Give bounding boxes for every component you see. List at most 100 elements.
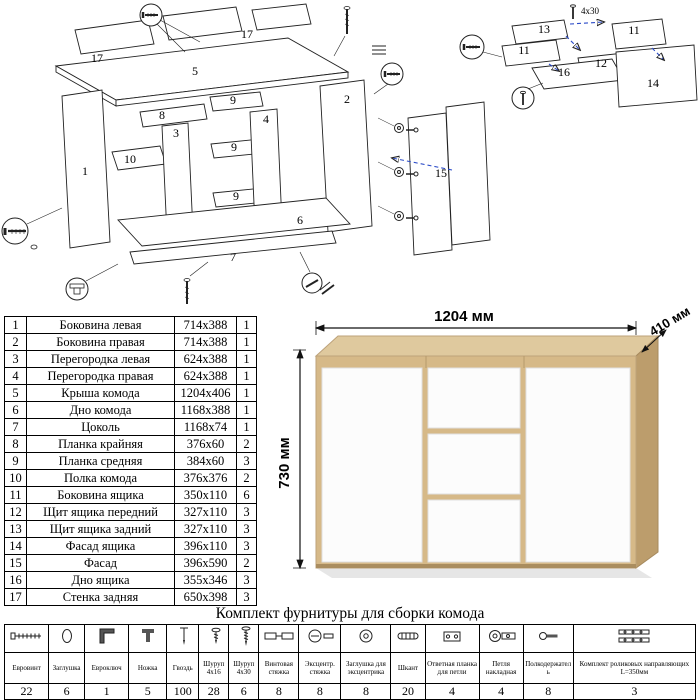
part-label-11: 11 (628, 23, 640, 37)
part-label-9: 9 (230, 93, 236, 107)
parts-cell-num: 10 (4, 469, 27, 487)
hardware-qty: 6 (228, 683, 260, 700)
parts-cell-num: 12 (4, 503, 27, 521)
parts-cell-size: 624x388 (174, 350, 237, 368)
panel-back-17c (251, 3, 312, 31)
cam-lock-icon (308, 629, 334, 643)
hardware-name: Полкодержатель (522, 652, 574, 684)
dresser-left-door (321, 367, 423, 563)
parts-cell-qty: 1 (236, 418, 257, 436)
dresser-drawer-2 (427, 433, 521, 495)
product-render: 1204 мм 730 мм 410 мм (276, 303, 693, 578)
parts-cell-qty: 1 (236, 350, 257, 368)
hardware-qty-row: 22 6 1 5 100 28 6 8 8 8 20 4 4 8 3 (3, 683, 697, 700)
hardware-callouts (1, 3, 544, 304)
height-dimension-label: 730 мм (276, 437, 293, 488)
panel-plinth-7 (129, 230, 337, 265)
hardware-qty: 8 (522, 683, 574, 700)
hardware-name: Комплект роликовых направляющих L=350мм (572, 652, 697, 684)
parts-cell-qty: 3 (236, 588, 257, 606)
parts-cell-qty: 1 (236, 333, 257, 351)
dresser-drawer-1 (427, 367, 521, 429)
parts-cell-name: Боковина правая (26, 333, 175, 351)
parts-cell-num: 6 (4, 401, 27, 419)
parts-cell-qty: 3 (236, 520, 257, 538)
panel-back-17b (162, 6, 243, 41)
panel-side-left-1 (61, 89, 111, 249)
panel-rail-8 (139, 103, 208, 128)
cam-lock-icon (377, 161, 419, 177)
hardware-qty: 5 (128, 683, 168, 700)
parts-cell-name: Цоколь (26, 418, 175, 436)
part-label-9: 9 (231, 140, 237, 154)
dresser-top-face (314, 335, 660, 357)
parts-cell-num: 15 (4, 554, 27, 572)
hardware-name: Винтовая стяжка (258, 652, 300, 684)
dowel-icon (397, 632, 419, 640)
hardware-name: Шуруп 4x16 (198, 652, 230, 684)
cam-lock-icon (377, 205, 419, 221)
exploded-view (54, 3, 491, 265)
assembly-arrow (565, 35, 580, 50)
hardware-name: Евровинт (3, 652, 50, 684)
drawer-side-11a (501, 39, 561, 67)
parts-cell-qty: 1 (236, 316, 257, 334)
panel-bottom-6 (117, 197, 351, 247)
drawer-side-11b (611, 18, 667, 50)
panel-side-right-2 (319, 79, 373, 233)
parts-cell-num: 2 (4, 333, 27, 351)
parts-cell-name: Фасад ящика (26, 537, 175, 555)
hex-key-icon (99, 628, 115, 644)
part-label-2: 2 (344, 92, 350, 106)
part-label-17: 17 (91, 51, 103, 65)
cap-icon (61, 629, 72, 643)
hardware-qty: 8 (340, 683, 392, 700)
hardware-names-row: Евровинт Заглушка Евроключ Ножка Гвоздь … (3, 652, 697, 684)
parts-cell-qty: 2 (236, 469, 257, 487)
parts-cell-name: Планка средняя (26, 452, 175, 470)
parts-cell-name: Щит ящика задний (26, 520, 175, 538)
parts-cell-qty: 3 (236, 571, 257, 589)
hardware-name: Заглушка (48, 652, 86, 684)
part-label-14: 14 (647, 76, 659, 90)
parts-cell-num: 17 (4, 588, 27, 606)
part-label-6: 6 (297, 213, 303, 227)
hardware-name: Гвоздь (166, 652, 200, 684)
dresser-right-door (525, 367, 631, 563)
hardware-name: Шуруп 4x30 (228, 652, 260, 684)
hardware-qty: 3 (572, 683, 697, 700)
parts-cell-name: Щит ящика передний (26, 503, 175, 521)
parts-cell-size: 355x346 (174, 571, 237, 589)
assembly-arrow (392, 158, 453, 171)
part-label-15: 15 (435, 166, 447, 180)
hardware-qty: 6 (48, 683, 86, 700)
hardware-qty: 20 (390, 683, 426, 700)
parts-cell-size: 327x110 (174, 503, 237, 521)
dresser-base (316, 564, 636, 568)
hardware-name: Ответная планка для петли (424, 652, 480, 684)
drawer-assembly-detail (501, 4, 698, 108)
part-label-13: 13 (538, 22, 550, 36)
part-label-1: 1 (82, 164, 88, 178)
hinge-icon (489, 630, 516, 642)
hardware-icons-row (3, 624, 697, 653)
screw-icon (211, 627, 221, 644)
parts-cell-size: 1168x74 (174, 418, 237, 436)
parts-cell-name: Перегородка правая (26, 367, 175, 385)
parts-cell-name: Боковина ящика (26, 486, 175, 504)
parts-cell-qty: 2 (236, 554, 257, 572)
parts-cell-size: 1204x406 (174, 384, 237, 402)
parts-cell-name: Планка крайняя (26, 435, 175, 453)
